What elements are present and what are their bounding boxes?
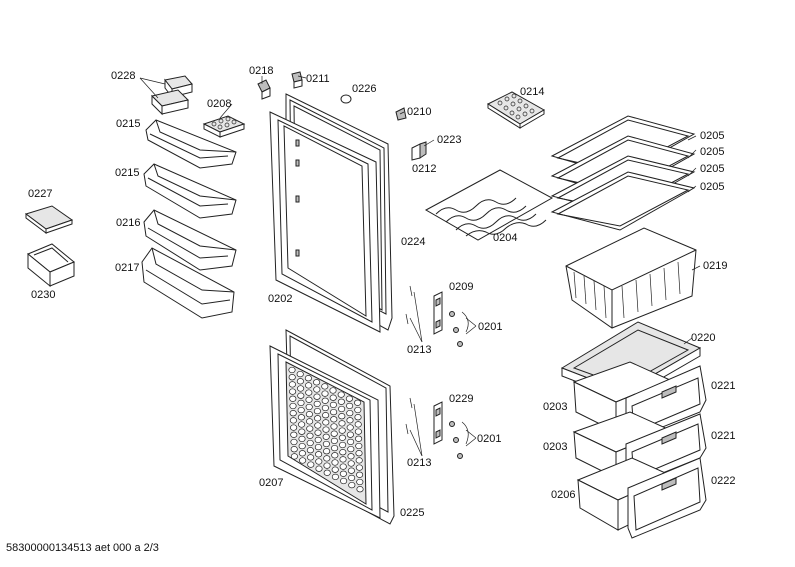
label-0223: 0223 [437,134,462,146]
label-0205-d: 0205 [700,181,725,193]
door-shelf-0215-lower [143,163,237,219]
label-0230: 0230 [31,289,56,301]
glass-shelves-0205 [550,115,696,231]
label-0222: 0222 [711,475,736,487]
label-0229: 0229 [449,393,474,405]
part-0211 [291,71,303,89]
label-0205-b: 0205 [700,146,725,158]
label-0205-a: 0205 [700,130,725,142]
part-0228-covers [139,75,193,116]
part-0230-box [27,243,75,288]
hardware-lower [405,397,477,459]
label-0213-lower: 0213 [407,457,432,469]
label-0207: 0207 [259,477,284,489]
label-0226: 0226 [352,83,377,95]
label-0203-upper: 0203 [543,401,568,413]
label-0212: 0212 [412,163,437,175]
door-shelf-0216 [143,209,237,271]
label-0227: 0227 [28,188,53,200]
document-footer: 58300000134513 aet 000 a 2/3 [6,542,159,554]
label-0217: 0217 [115,262,140,274]
label-0220: 0220 [691,332,716,344]
lower-door-gasket-0207 [269,345,381,519]
label-0216: 0216 [116,217,141,229]
label-0211: 0211 [306,73,330,85]
label-0221-lower: 0221 [711,430,736,442]
part-0210 [395,107,407,121]
label-0218: 0218 [249,65,274,77]
label-0213-upper: 0213 [407,344,432,356]
label-0201-upper: 0201 [478,321,503,333]
label-0203-lower: 0203 [543,441,568,453]
label-0225: 0225 [400,507,425,519]
part-0212-0223 [411,141,427,161]
hardware-upper [405,285,477,347]
label-0219: 0219 [703,260,728,272]
label-0209: 0209 [449,281,474,293]
upper-door-gasket-0202 [269,111,381,333]
label-0228: 0228 [111,70,136,82]
label-0210: 0210 [407,106,432,118]
label-0215-upper: 0215 [116,118,141,130]
label-0221-upper: 0221 [711,380,736,392]
part-0226 [340,94,352,104]
leader-lines [219,75,701,345]
drawer-0222 [576,457,707,539]
ice-tray-0214 [486,91,546,129]
door-shelf-0215-upper [145,119,237,169]
label-0224: 0224 [401,236,426,248]
label-0208: 0208 [207,98,232,110]
door-shelf-0217 [141,247,235,319]
wire-rack-0204 [424,169,554,241]
part-0218 [257,79,271,100]
part-0208-egg-tray [202,115,246,138]
drawer-box-0219 [565,227,697,329]
label-0202: 0202 [268,293,293,305]
label-0215-lower: 0215 [115,167,140,179]
label-0204: 0204 [493,232,518,244]
label-0205-c: 0205 [700,163,725,175]
label-0201-lower: 0201 [477,433,502,445]
label-0214: 0214 [520,86,545,98]
part-0227-lid [24,205,74,234]
label-0206: 0206 [551,489,576,501]
